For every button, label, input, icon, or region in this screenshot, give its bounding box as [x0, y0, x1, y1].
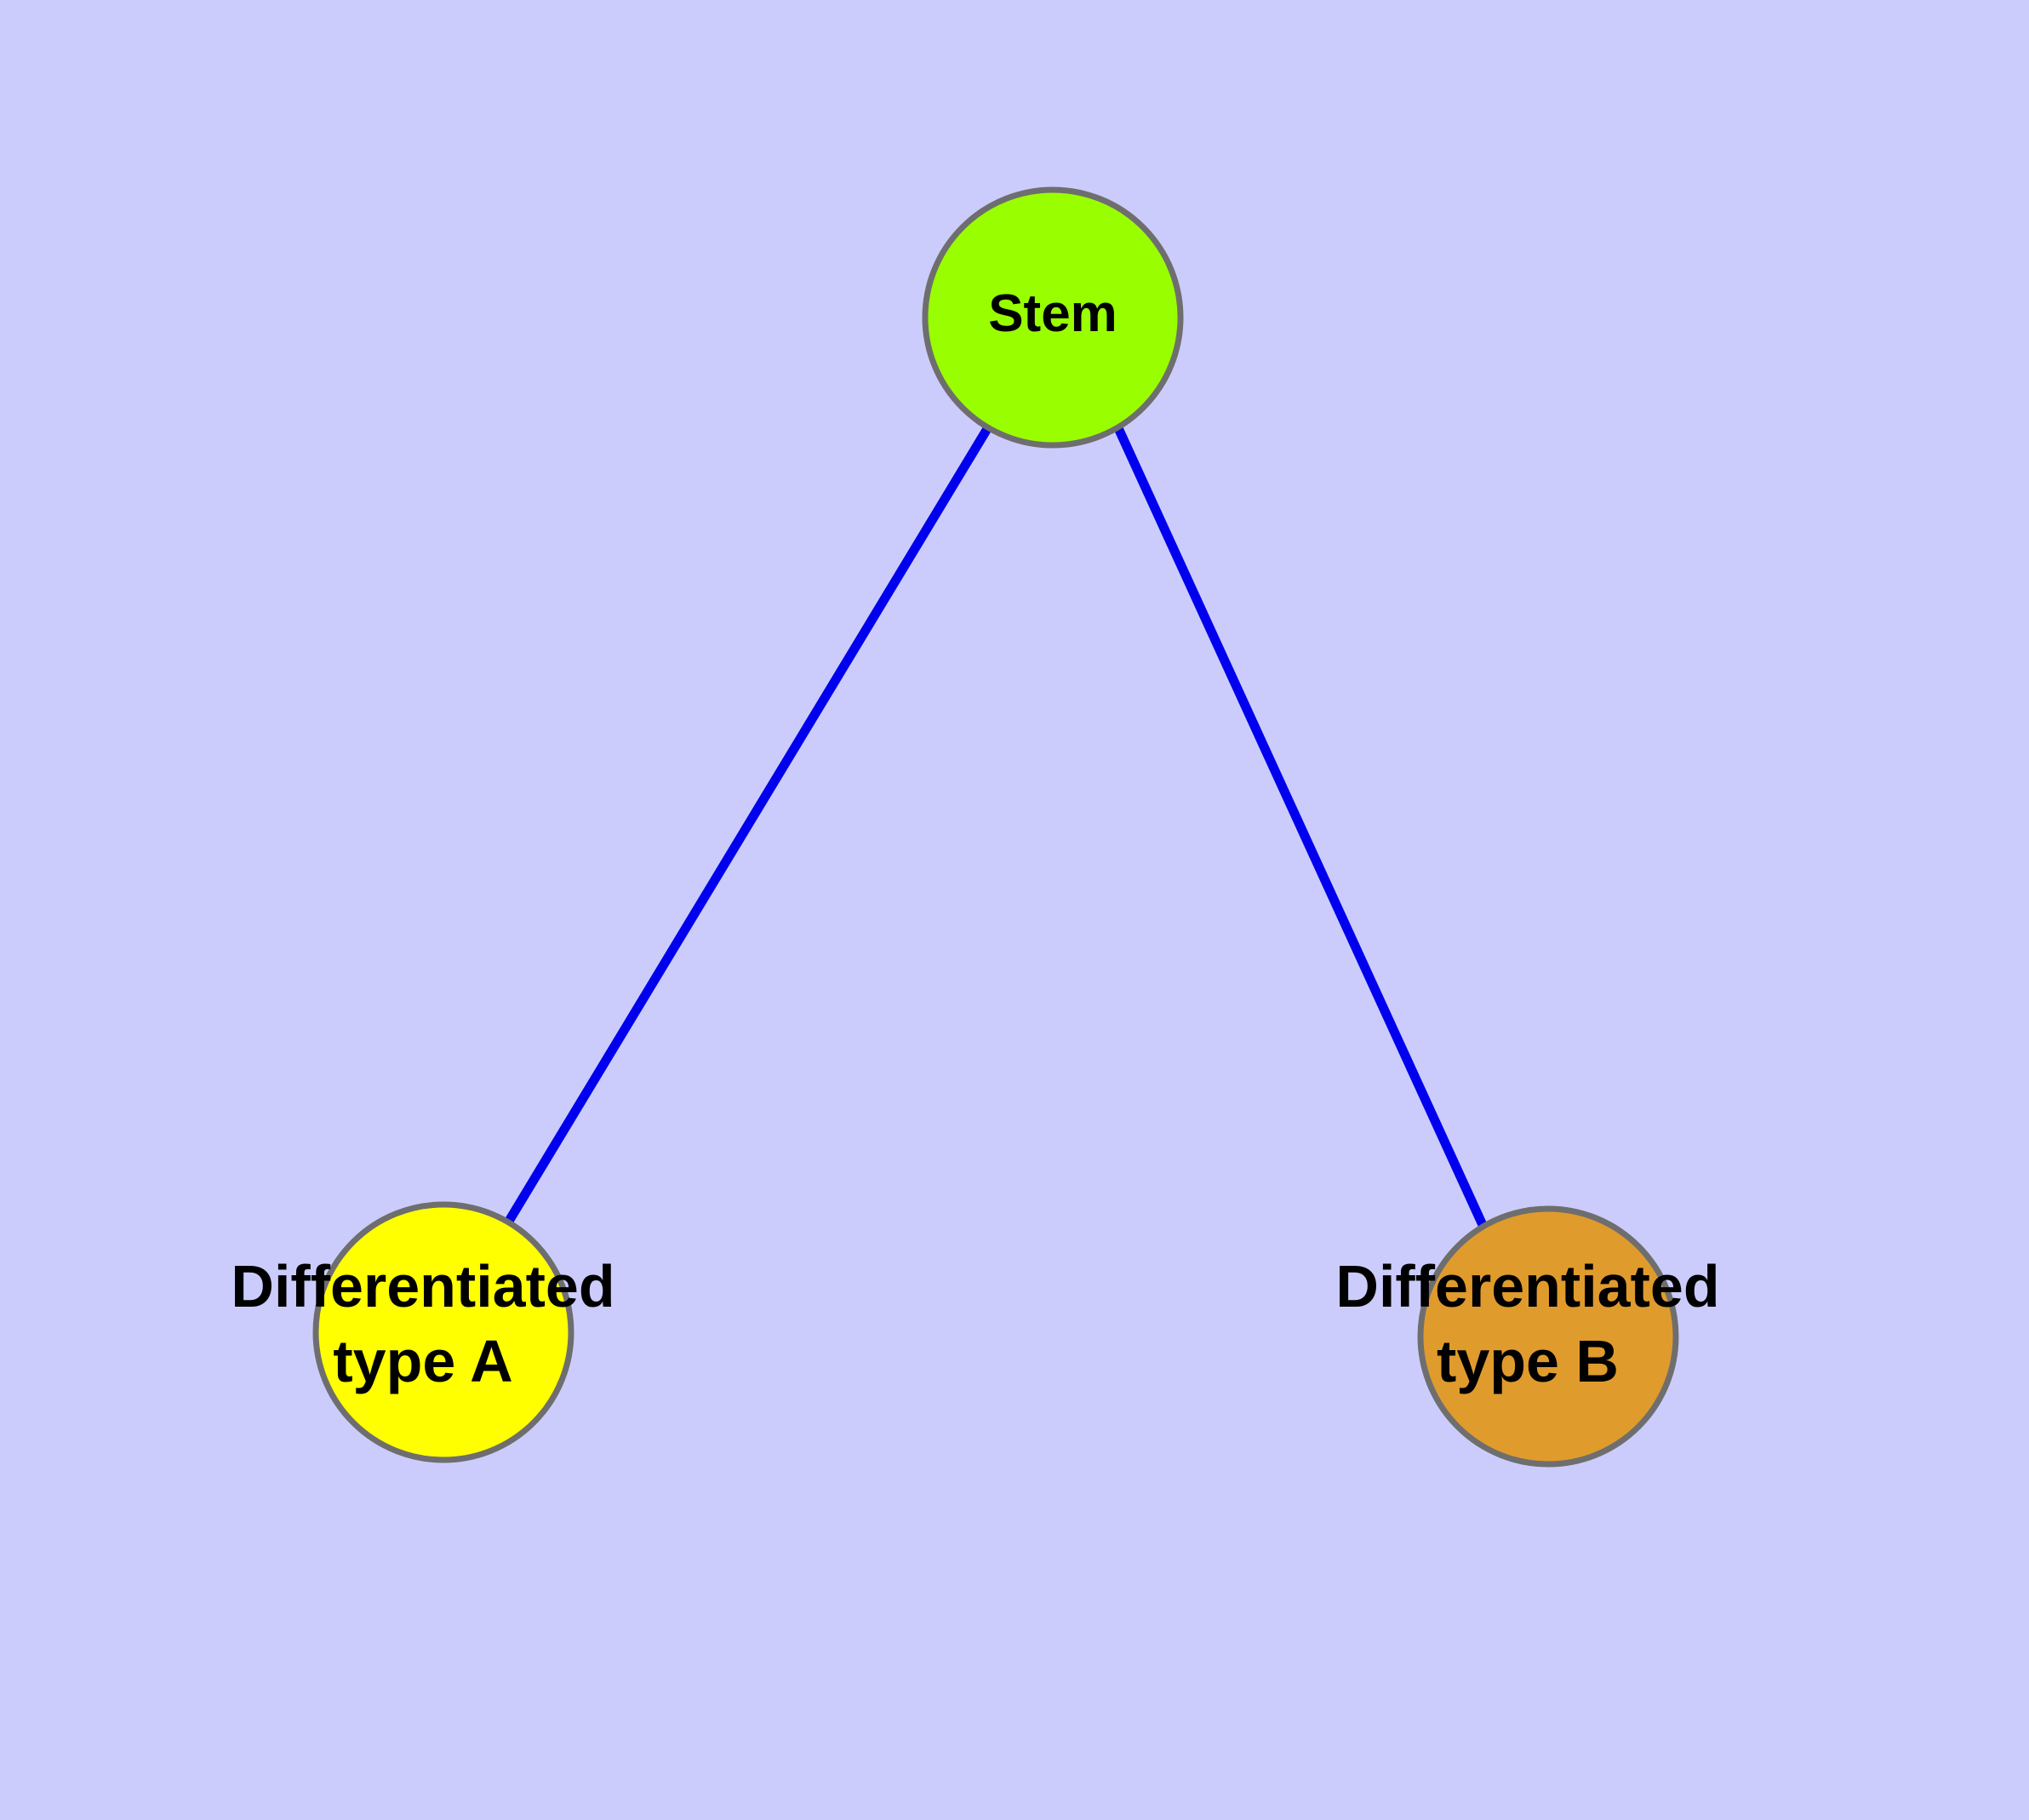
- label-line: Differentiated: [1335, 1253, 1719, 1319]
- edge-layer: [504, 425, 1488, 1228]
- node-diff-b-label: Differentiated type B: [1335, 1253, 1719, 1394]
- node-stem-circle[interactable]: [922, 186, 1184, 449]
- node-stem[interactable]: [922, 186, 1184, 449]
- label-line: type B: [1437, 1328, 1619, 1394]
- node-stem-label: Stem: [988, 284, 1117, 343]
- node-diff-b-circle[interactable]: [1417, 1205, 1679, 1468]
- node-layer: [312, 186, 1679, 1468]
- edge-stem-to-diff-a[interactable]: [504, 425, 992, 1225]
- label-layer: Stem Differentiated type A Differentiated…: [231, 284, 1719, 1394]
- label-line: Stem: [988, 284, 1117, 343]
- node-diff-a[interactable]: [312, 1201, 574, 1463]
- node-diff-b[interactable]: [1417, 1205, 1679, 1468]
- node-diff-a-circle[interactable]: [312, 1201, 574, 1463]
- label-line: Differentiated: [231, 1253, 614, 1319]
- edge-stem-to-diff-b[interactable]: [1113, 426, 1488, 1228]
- node-diff-a-label: Differentiated type A: [231, 1253, 614, 1394]
- label-line: type A: [333, 1328, 512, 1394]
